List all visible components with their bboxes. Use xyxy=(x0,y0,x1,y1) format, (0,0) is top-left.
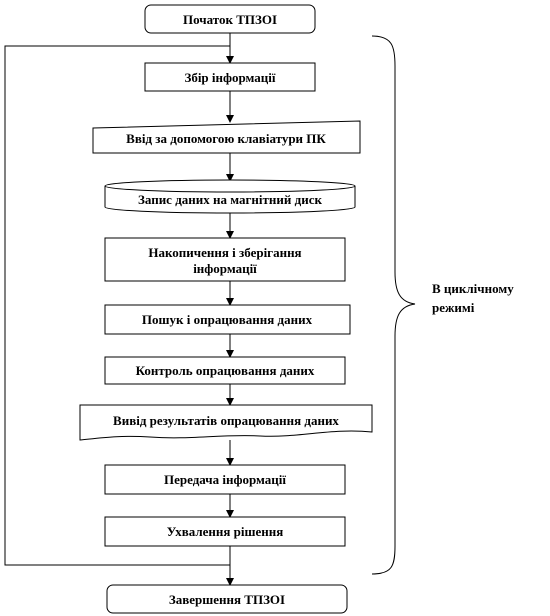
loop-back-connector xyxy=(4,45,230,566)
step-storage-label: Запис даних на магнітний диск xyxy=(138,192,322,207)
step-collect-label: Збір інформації xyxy=(184,70,275,85)
step-output-label: Вивід результатів опрацювання даних xyxy=(113,413,339,428)
cycle-brace xyxy=(371,35,416,575)
step-keyboard-input: Ввід за допомогою клавіатури ПК xyxy=(92,120,361,154)
step-decision-label: Ухвалення рішення xyxy=(167,524,284,539)
step-search-process: Пошук і опрацювання даних xyxy=(104,304,351,335)
step-accumulate-label-2: інформації xyxy=(193,261,257,276)
step-search-label: Пошук і опрацювання даних xyxy=(142,312,313,327)
step-transfer-label: Передача інформації xyxy=(164,472,286,487)
step-decision-making: Ухвалення рішення xyxy=(104,516,346,547)
start-label: Початок ТПЗОІ xyxy=(183,12,277,27)
start-terminal: Початок ТПЗОІ xyxy=(144,4,316,34)
step-collect-info: Збір інформації xyxy=(144,62,316,92)
cycle-mode-label-1: В циклічному xyxy=(432,281,514,296)
step-input-label: Ввід за допомогою клавіатури ПК xyxy=(126,131,326,146)
step-accumulate-store: Накопичення і зберігання інформації xyxy=(104,237,346,282)
step-transfer-info: Передача інформації xyxy=(104,464,346,495)
cycle-mode-label-2: режимі xyxy=(432,300,475,315)
end-terminal: Завершення ТПЗОІ xyxy=(106,584,348,614)
step-output-results: Вивід результатів опрацювання даних xyxy=(79,404,373,441)
step-control-label: Контроль опрацювання даних xyxy=(136,363,315,378)
step-accumulate-label-1: Накопичення і зберігання xyxy=(148,245,301,260)
end-label: Завершення ТПЗОІ xyxy=(169,592,285,607)
step-control-processing: Контроль опрацювання даних xyxy=(104,356,346,385)
step-disk-storage: Запис даних на магнітний диск xyxy=(104,179,356,214)
